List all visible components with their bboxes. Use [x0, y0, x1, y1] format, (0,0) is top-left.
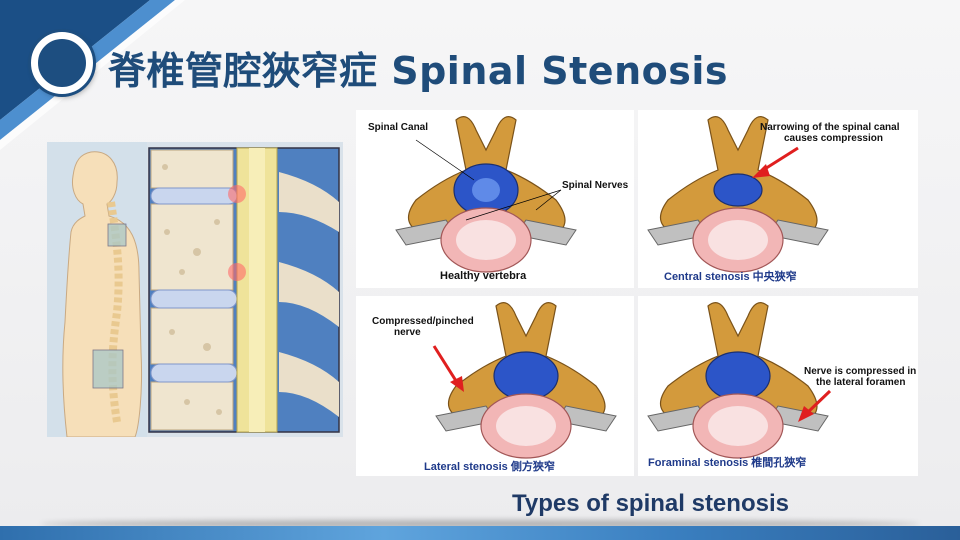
slide-title: 脊椎管腔狹窄症 Spinal Stenosis	[108, 49, 729, 93]
bottom-bar	[0, 526, 960, 540]
diagram-foraminal: Nerve is compressed in the lateral foram…	[638, 296, 918, 476]
diagram-healthy: Spinal Canal Spinal Nerves Healthy verte…	[356, 110, 634, 288]
label-lateral-line1: Compressed/pinched	[372, 316, 474, 327]
diagram-central: Narrowing of the spinal canal causes com…	[638, 110, 918, 288]
caption-healthy: Healthy vertebra	[440, 270, 527, 282]
caption-foraminal: Foraminal stenosis 椎間孔狹窄	[648, 457, 807, 469]
label-lateral-line2: nerve	[394, 327, 421, 338]
slide-subtitle: Types of spinal stenosis	[512, 490, 789, 517]
label-central-line2: causes compression	[784, 133, 883, 144]
label-central-line1: Narrowing of the spinal canal	[760, 122, 900, 133]
diagram-lateral: Compressed/pinched nerve Lateral stenosi…	[356, 296, 634, 476]
label-foraminal-line1: Nerve is compressed in	[804, 366, 917, 377]
spine-illustration	[47, 142, 343, 438]
bottom-shadow	[40, 520, 920, 528]
label-spinal-nerves: Spinal Nerves	[562, 180, 629, 191]
caption-central: Central stenosis 中央狹窄	[664, 271, 797, 283]
caption-lateral: Lateral stenosis 側方狹窄	[424, 461, 555, 473]
label-spinal-canal: Spinal Canal	[368, 122, 429, 133]
title-bullet-icon	[31, 32, 93, 94]
label-foraminal-line2: the lateral foramen	[816, 377, 906, 388]
